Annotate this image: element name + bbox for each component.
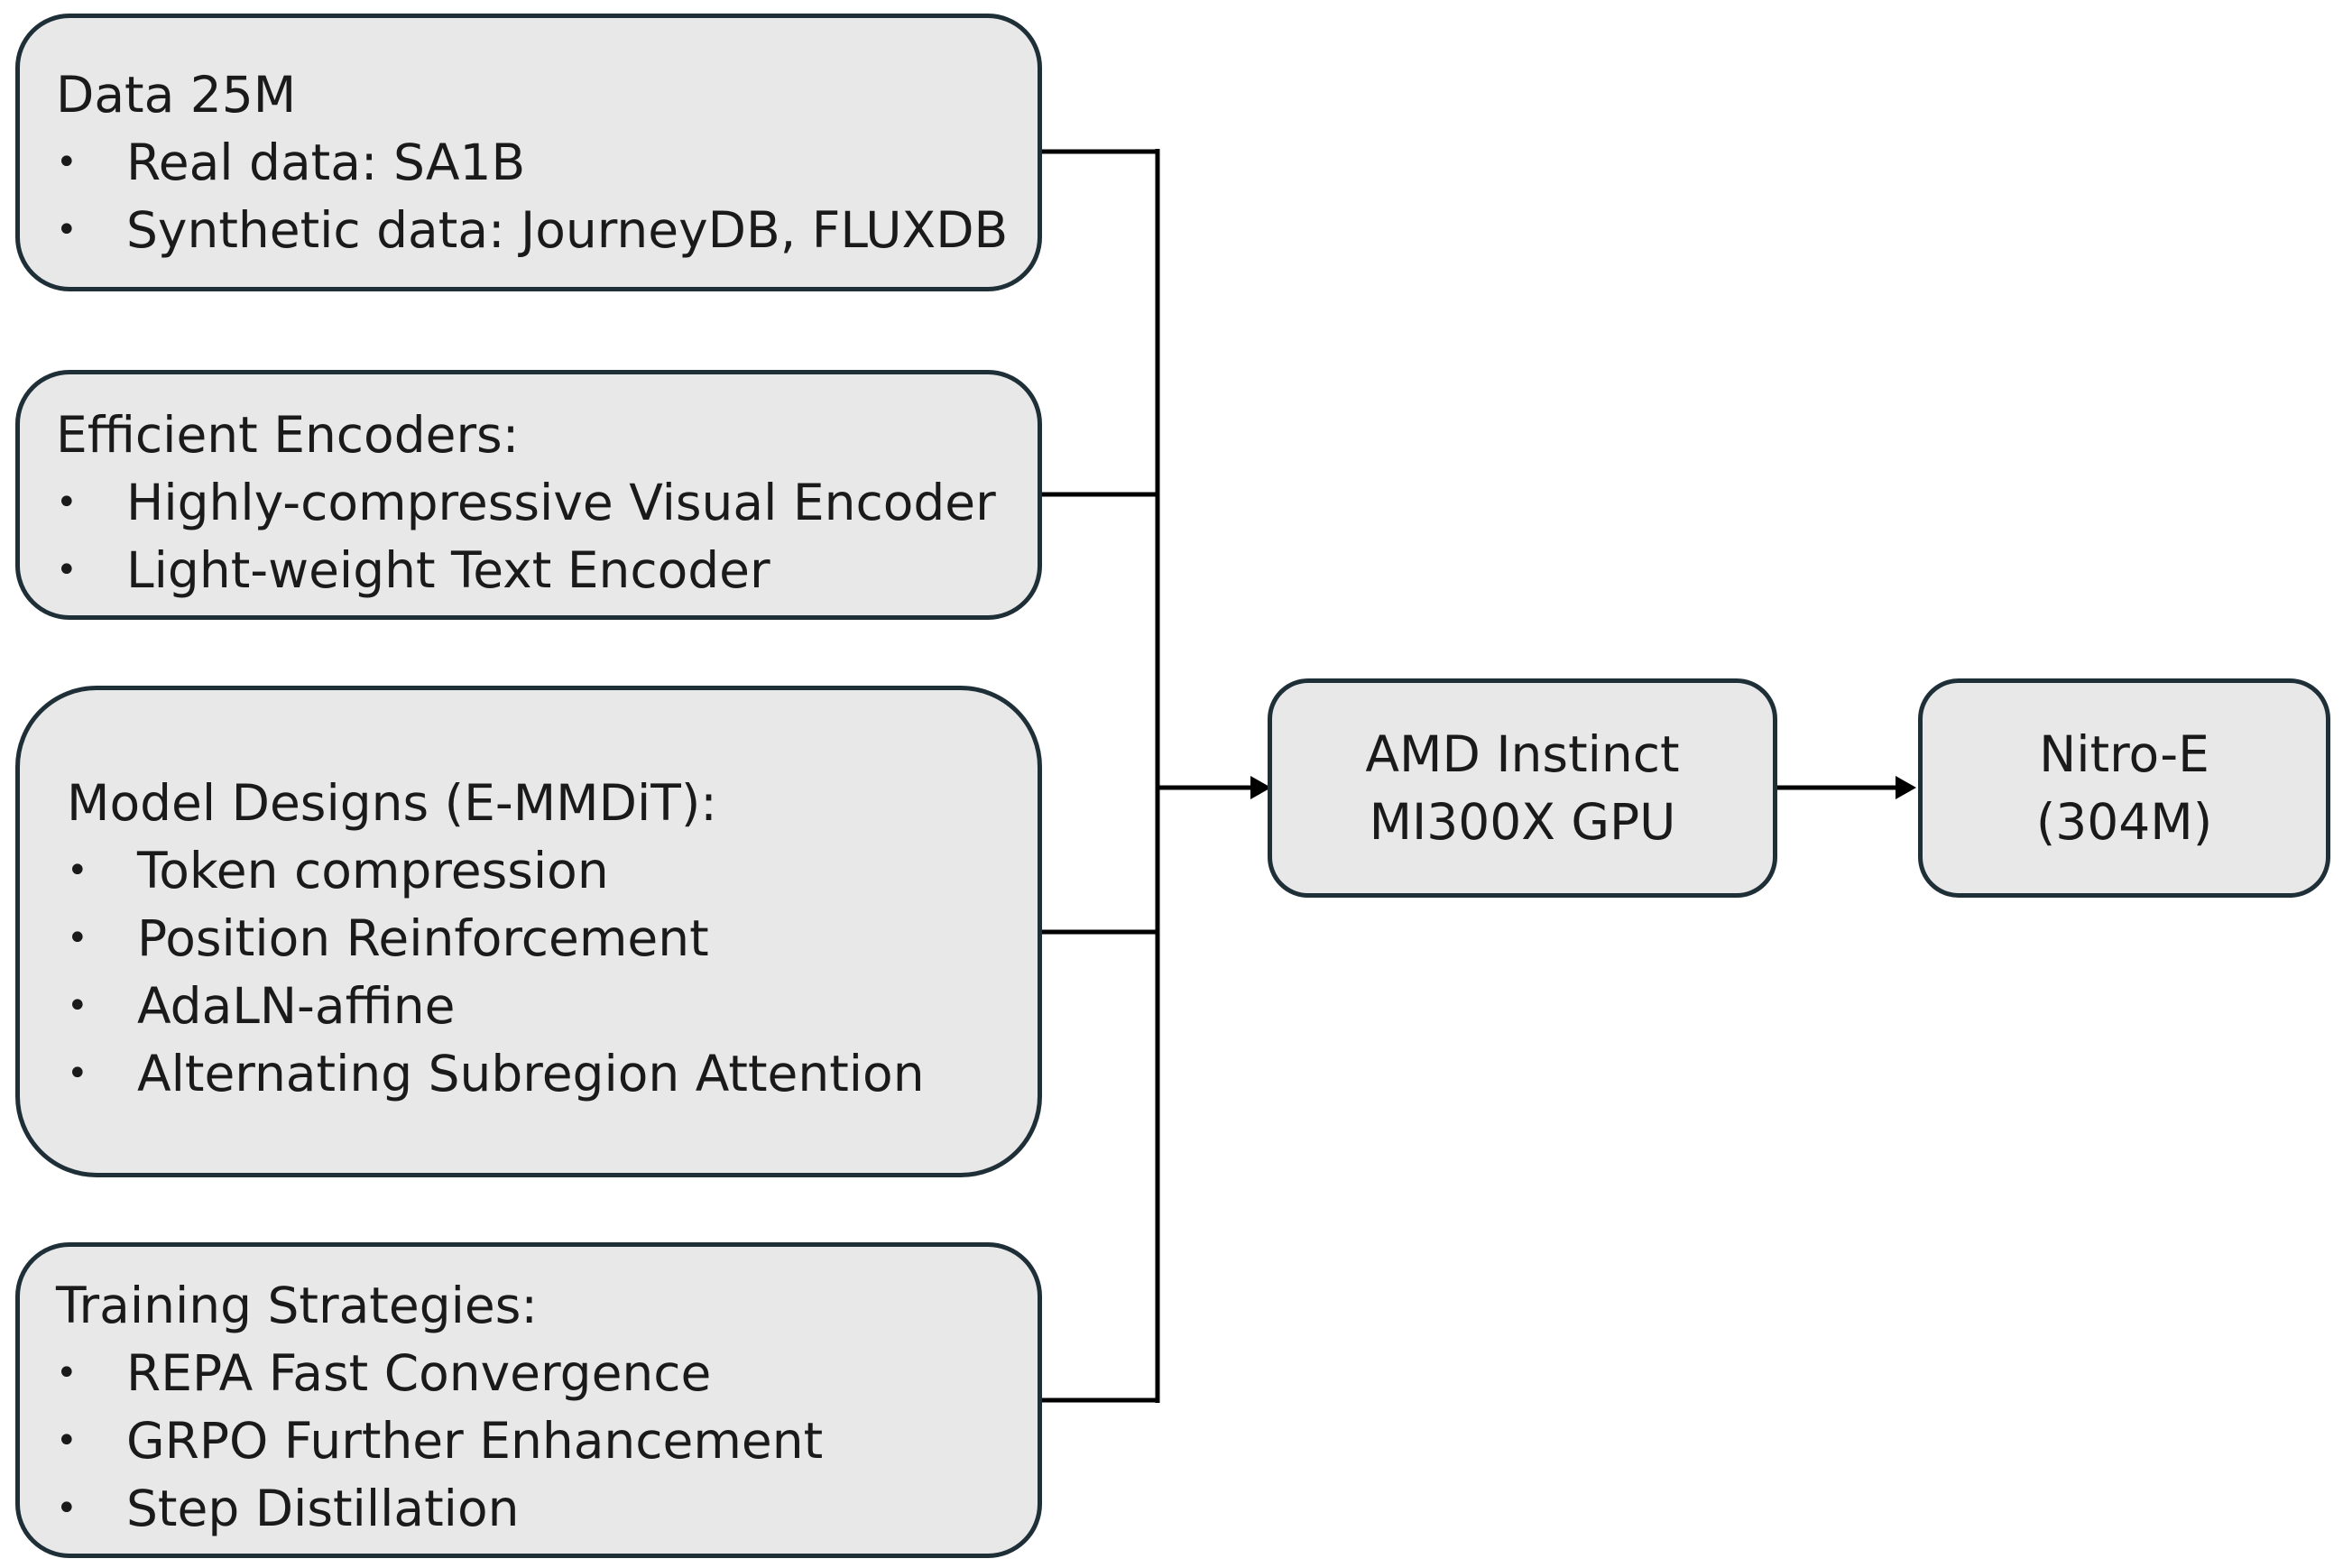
data-box-title: Data 25M <box>56 66 297 124</box>
bullet-icon: • <box>56 1352 78 1394</box>
list-item: • Position Reinforcement <box>67 905 1019 973</box>
output-line1: Nitro-E <box>2039 724 2209 783</box>
bullet-icon: • <box>67 1053 88 1094</box>
output-box: Nitro-E (304M) <box>1918 678 2330 898</box>
data-box-list: • Real data: SA1B • Synthetic data: Jour… <box>56 129 1019 264</box>
encoders-box: Efficient Encoders: • Highly-compressive… <box>15 370 1042 620</box>
list-item: • Real data: SA1B <box>56 129 1019 197</box>
gpu-line1: AMD Instinct <box>1365 724 1680 783</box>
training-item-label: GRPO Further Enhancement <box>126 1412 824 1470</box>
model-box-list: • Token compression • Position Reinforce… <box>67 837 1019 1108</box>
bullet-icon: • <box>67 850 88 891</box>
encoders-item-label: Light-weight Text Encoder <box>126 541 770 599</box>
arrowhead-to-gpu <box>1250 776 1271 799</box>
training-box: Training Strategies: • REPA Fast Converg… <box>15 1242 1042 1558</box>
training-box-list: • REPA Fast Convergence • GRPO Further E… <box>56 1340 1019 1543</box>
arrowhead-to-output <box>1896 776 1916 799</box>
training-item-label: REPA Fast Convergence <box>126 1344 712 1402</box>
model-item-label: Token compression <box>137 842 609 899</box>
bullet-icon: • <box>56 549 78 591</box>
bullet-icon: • <box>67 985 88 1027</box>
list-item: • Alternating Subregion Attention <box>67 1040 1019 1108</box>
encoders-item-label: Highly-compressive Visual Encoder <box>126 474 996 531</box>
model-item-label: Position Reinforcement <box>137 909 709 967</box>
bullet-icon: • <box>56 142 78 183</box>
output-line2: (304M) <box>2035 792 2213 851</box>
gpu-line2: MI300X GPU <box>1369 792 1676 851</box>
bullet-icon: • <box>56 209 78 251</box>
list-item: • AdaLN-affine <box>67 973 1019 1040</box>
bullet-icon: • <box>56 1488 78 1529</box>
list-item: • REPA Fast Convergence <box>56 1340 1019 1407</box>
encoders-box-list: • Highly-compressive Visual Encoder • Li… <box>56 469 1019 604</box>
encoders-box-title: Efficient Encoders: <box>56 406 520 464</box>
training-box-title: Training Strategies: <box>56 1277 538 1334</box>
data-item-label: Real data: SA1B <box>126 134 526 191</box>
bullet-icon: • <box>56 1420 78 1462</box>
model-box-title: Model Designs (E-MMDiT): <box>67 774 717 832</box>
list-item: • Token compression <box>67 837 1019 905</box>
training-item-label: Step Distillation <box>126 1480 520 1537</box>
list-item: • Highly-compressive Visual Encoder <box>56 469 1019 537</box>
list-item: • Step Distillation <box>56 1475 1019 1543</box>
bullet-icon: • <box>67 918 88 959</box>
data-box: Data 25M • Real data: SA1B • Synthetic d… <box>15 14 1042 291</box>
model-box: Model Designs (E-MMDiT): • Token compres… <box>15 686 1042 1177</box>
model-item-label: Alternating Subregion Attention <box>137 1045 925 1102</box>
gpu-box: AMD Instinct MI300X GPU <box>1268 678 1777 898</box>
bullet-icon: • <box>56 482 78 523</box>
data-item-label: Synthetic data: JourneyDB, FLUXDB <box>126 201 1009 259</box>
list-item: • Light-weight Text Encoder <box>56 537 1019 604</box>
list-item: • Synthetic data: JourneyDB, FLUXDB <box>56 197 1019 264</box>
list-item: • GRPO Further Enhancement <box>56 1407 1019 1475</box>
model-item-label: AdaLN-affine <box>137 977 456 1035</box>
